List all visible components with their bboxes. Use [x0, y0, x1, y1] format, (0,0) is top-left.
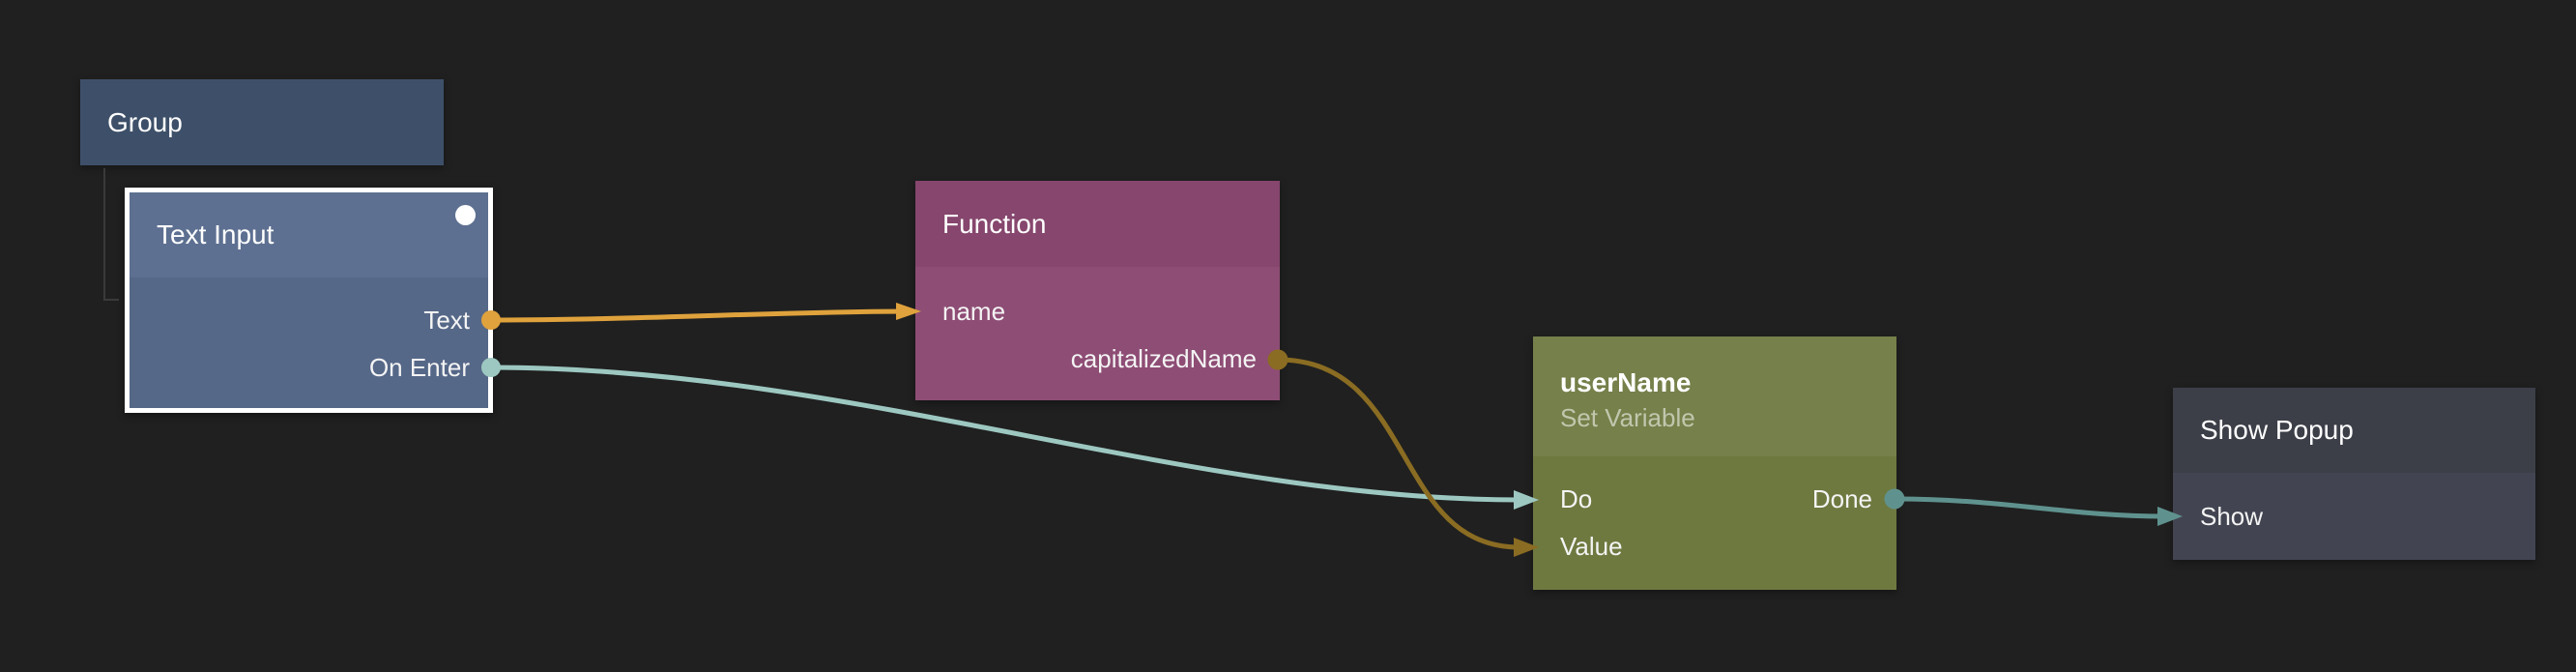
group-hierarchy-line [103, 168, 119, 301]
node-set-variable[interactable]: userName Set Variable Do Value Done [1533, 336, 1896, 590]
node-group-header: Group [80, 79, 444, 165]
node-text-input-header: Text Input [130, 192, 488, 278]
node-group[interactable]: Group [80, 79, 444, 165]
node-function[interactable]: Function name capitalizedName [915, 181, 1280, 400]
connection-indicator-dot [455, 205, 476, 225]
node-text-input[interactable]: Text Input Text On Enter [125, 188, 493, 413]
wire-capitalizedname-to-value[interactable] [1277, 357, 1520, 550]
input-port-label-show: Show [2200, 502, 2264, 531]
wire-done-to-show[interactable] [1894, 496, 2166, 519]
node-show-popup-header: Show Popup [2173, 388, 2535, 473]
node-show-popup-title: Show Popup [2200, 415, 2354, 445]
node-set-variable-subtitle: Set Variable [1560, 403, 1695, 432]
node-set-variable-title: userName [1560, 367, 1692, 397]
output-port-label-text: Text [423, 306, 470, 335]
node-function-header: Function [915, 181, 1280, 267]
wire-text-to-name[interactable] [490, 308, 908, 323]
output-port-label-capitalizedname: capitalizedName [1070, 344, 1257, 373]
output-port-label-done: Done [1811, 484, 1872, 513]
input-port-label-value: Value [1560, 532, 1623, 561]
node-function-title: Function [942, 208, 1047, 239]
node-text-input-title: Text Input [157, 219, 275, 249]
input-port-label-do: Do [1560, 484, 1593, 513]
node-group-title: Group [107, 106, 183, 137]
output-port-label-on-enter: On Enter [368, 353, 470, 382]
node-set-variable-header [1533, 336, 1896, 456]
input-port-label-name: name [942, 297, 1006, 326]
node-show-popup[interactable]: Show Popup Show [2173, 388, 2535, 560]
